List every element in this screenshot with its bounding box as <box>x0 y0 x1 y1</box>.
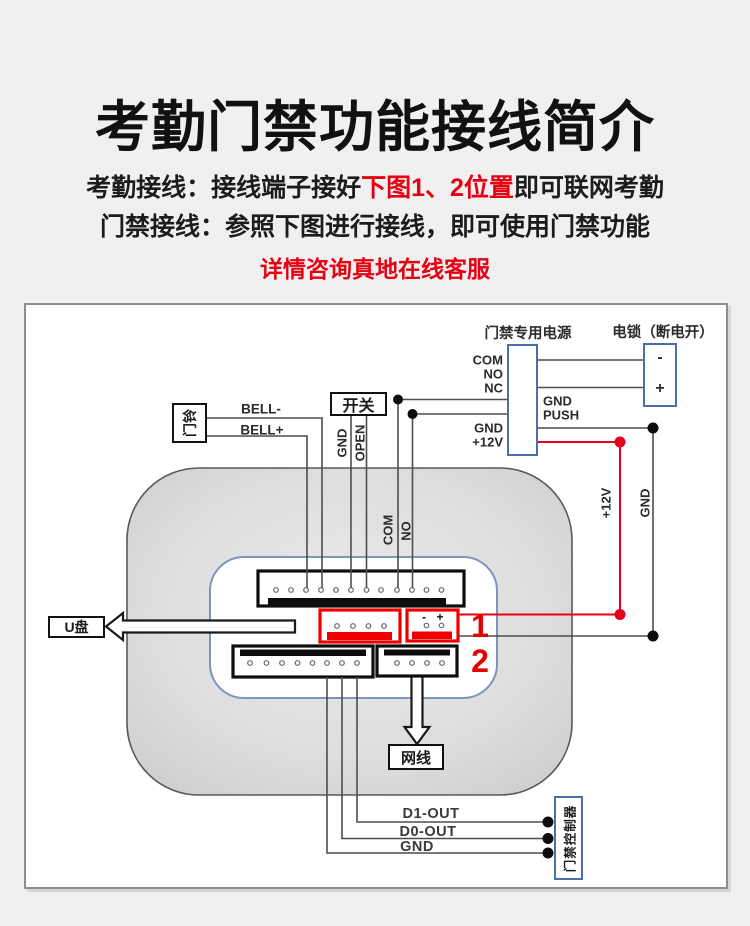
position-marker-1: 1 <box>471 608 489 644</box>
red-junction-dots <box>614 436 626 620</box>
device-no-label: NO <box>398 521 414 541</box>
doorbell-box: 门铃 <box>172 403 207 443</box>
top-connector <box>256 569 466 608</box>
line1-prefix: 考勤接线：接线端子接好 <box>86 174 362 202</box>
power-supply-title: 门禁专用电源 <box>484 325 572 342</box>
red-connector-power <box>405 608 460 643</box>
header-line2: 门禁接线：参照下图进行接线，即可使用门禁功能 <box>99 213 650 241</box>
electric-lock-box <box>643 343 677 407</box>
black-junction-dots <box>393 394 659 859</box>
red-connector-4pin <box>318 608 402 644</box>
position-marker-2: 2 <box>471 643 489 679</box>
access-controller-box: 门禁控制器 <box>554 796 583 880</box>
switch-wire-open-label: OPEN <box>352 424 368 462</box>
switch-wire-gnd-label: GND <box>334 428 350 458</box>
usb-label: U盘 <box>64 619 89 635</box>
doorbell-label: 门铃 <box>181 409 198 437</box>
power-supply-terminal-box <box>507 344 538 456</box>
lock-negative-terminal: - <box>657 349 663 366</box>
network-box: 网线 <box>388 744 444 770</box>
black-wires <box>207 359 654 854</box>
network-label: 网线 <box>400 749 431 767</box>
power-pin-gnd-mid-label: GND <box>543 393 572 408</box>
line1-highlight: 下图1、2位置 <box>361 174 514 202</box>
output-gnd-label: GND <box>400 839 434 855</box>
wire-12v-label: +12V <box>598 487 614 519</box>
header-line1: 考勤接线：接线端子接好下图1、2位置即可联网考勤 <box>0 168 750 204</box>
usb-arrow-icon <box>104 610 297 643</box>
connector1-positive-label: + <box>436 610 444 624</box>
access-controller-label: 门禁控制器 <box>563 804 578 872</box>
lock-positive-terminal: + <box>655 380 665 397</box>
device-com-label: COM <box>380 514 396 546</box>
bell-positive-label: BELL+ <box>240 422 284 438</box>
usb-box: U盘 <box>48 616 105 638</box>
output-d0-label: D0-OUT <box>399 824 457 840</box>
power-pin-nc-label: NC <box>484 380 503 395</box>
power-pin-gnd-label: GND <box>474 420 503 436</box>
switch-box: 开关 <box>330 392 387 416</box>
output-d1-label: D1-OUT <box>402 806 460 822</box>
line1-suffix: 即可联网考勤 <box>513 174 664 202</box>
header-line3: 详情咨询真地在线客服 <box>260 256 490 282</box>
network-arrow-icon <box>402 674 432 746</box>
red-wires <box>458 441 621 616</box>
power-pin-12v-label: +12V <box>472 434 503 450</box>
power-pin-com-label: COM <box>472 352 503 368</box>
wire-gnd-label: GND <box>637 488 653 518</box>
page-title: 考勤门禁功能接线简介 <box>94 96 655 158</box>
bottom-left-connector <box>231 644 375 679</box>
power-pin-no-label: NO <box>483 366 504 382</box>
bell-negative-label: BELL- <box>241 401 281 417</box>
power-pin-push-label: PUSH <box>543 407 580 422</box>
electric-lock-title: 电锁（断电开） <box>612 324 714 341</box>
switch-label: 开关 <box>342 398 375 415</box>
bottom-right-connector <box>375 644 459 678</box>
connector1-negative-label: - <box>422 610 426 624</box>
